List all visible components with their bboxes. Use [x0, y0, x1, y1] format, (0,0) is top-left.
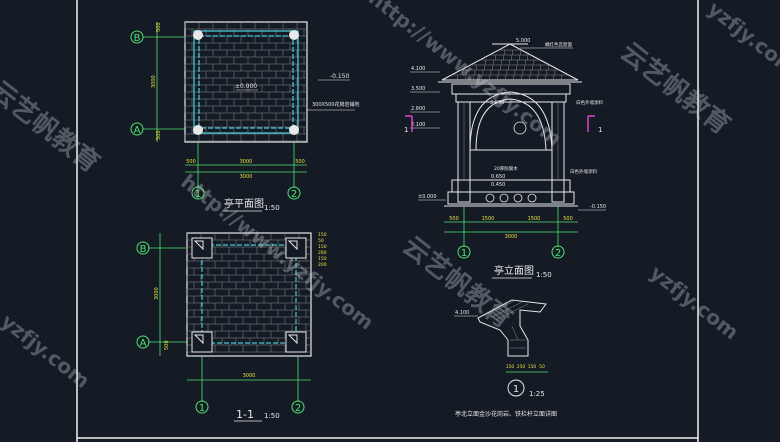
plan-dim-total: 3000	[240, 174, 253, 180]
elev-axis-1: 1	[461, 248, 467, 259]
section-title: 1-1	[236, 408, 254, 421]
section-scale: 1:50	[264, 412, 280, 420]
watermarks: 云艺帆教育 yzfjy.com http://www.yzfjy.com htt…	[0, 0, 780, 393]
section-axis-b: B	[140, 244, 147, 255]
section-axis-1: 1	[199, 403, 205, 414]
plan-axis-2: 2	[291, 189, 297, 200]
watermark-url-top: http://www.yzfjy.com	[364, 0, 566, 151]
elev-000: ±0.000	[418, 194, 437, 200]
plan-dim-bot-mid: 3000	[240, 159, 253, 165]
elev-note-roof: 橘红色瓦屋面	[545, 41, 572, 48]
elev-title: 亭立面图	[494, 264, 534, 277]
elev-section-mark-left: 1	[404, 126, 408, 134]
plan-dim-bot-left: 500	[186, 159, 196, 165]
plan-axis-b: B	[134, 33, 141, 44]
elev-dim-a: 500	[449, 216, 459, 222]
section-small-dim: 280	[318, 250, 327, 256]
section-axis-2: 2	[295, 403, 301, 414]
section-small-dim: 150	[318, 256, 327, 262]
plan-dim-bot-right: 500	[295, 159, 305, 165]
detail-dim-b: 250	[517, 364, 526, 370]
elev-dim-c: 1500	[528, 216, 541, 222]
detail-dim-a: 150	[506, 364, 515, 370]
detail-caption: 亭北立面金沙花岗岩、铁栏杆立面详图	[455, 410, 557, 418]
elev-section-mark-right: 1	[598, 126, 602, 134]
elev-scale: 1:50	[536, 271, 552, 279]
section-small-dim: 150	[318, 232, 327, 238]
elev-5000: 5.000	[516, 38, 530, 44]
elev-3500: 3.500	[411, 86, 425, 92]
plan-elev-neg: -0.150	[330, 73, 350, 80]
elev-2800: 2.800	[411, 106, 425, 112]
plan-axis-a: A	[134, 125, 141, 136]
elevation-view: 5.000 橘红色瓦屋面	[404, 38, 606, 279]
elev-4100: 4.100	[411, 66, 425, 72]
elev-0450: 0.450	[491, 182, 505, 188]
watermark-brand-mid: 云艺帆教育	[397, 230, 519, 334]
section-dim-left: 3000	[154, 287, 160, 300]
elev-axis-2: 2	[555, 248, 561, 259]
section-small-dim: 50	[318, 238, 324, 244]
plan-dim-left-mid: 3000	[151, 75, 157, 88]
plan-dim-left-top: 500	[156, 22, 162, 32]
elev-dim-total: 3000	[505, 234, 518, 240]
watermark-brand-left: 云艺帆教育	[0, 74, 106, 178]
elev-dim-d: 500	[563, 216, 573, 222]
watermark-url-right-bot: yzfjy.com	[645, 260, 743, 344]
detail-scale: 1:25	[529, 390, 545, 398]
section-view: B A 1 2 3000 500 3000 15050150280150200 …	[136, 232, 327, 422]
watermark-url-right: yzfjy.com	[703, 0, 780, 80]
plan-floor-note: 300X500花岗岩铺地	[312, 101, 360, 108]
plan-axis-1: 1	[195, 189, 201, 200]
section-small-dim: 150	[318, 244, 327, 250]
detail-dim-d: 50	[539, 364, 545, 370]
detail-view: 4.100 150 250 150 50 1 1:25 亭北立面金沙花岗岩、铁栏…	[454, 299, 557, 418]
elev-2100: 2.100	[411, 122, 425, 128]
detail-elev: 4.100	[455, 310, 469, 316]
plan-view: B A 1 2 500 3000 500 500 3000 500 3000 ±…	[130, 21, 360, 212]
detail-dim-c: 150	[528, 364, 537, 370]
elev-note-wall-2: 白色外墙涂料	[570, 168, 597, 175]
plan-dim-left-bot: 500	[156, 130, 162, 140]
section-axis-a: A	[140, 338, 147, 349]
elev-dim-b: 1500	[482, 216, 495, 222]
section-dim-left-c: 500	[164, 340, 170, 350]
section-small-dim: 200	[318, 262, 327, 268]
plan-title: 亭平面图	[224, 197, 264, 210]
plan-scale: 1:50	[264, 204, 280, 212]
plan-elev-000: ±0.000	[235, 83, 257, 90]
elev-3600: 3.600	[490, 100, 504, 106]
watermark-brand-right: 云艺帆教育	[615, 36, 737, 140]
drawing-frame	[76, 0, 699, 442]
elev-0650: 0.650	[491, 174, 505, 180]
detail-number: 1	[513, 384, 519, 395]
section-dim-total: 3000	[243, 373, 256, 379]
elev-note-wood: 20厚防腐木	[494, 165, 518, 172]
watermark-url-left: yzfjy.com	[0, 309, 94, 393]
elev-neg: -0.150	[590, 204, 606, 210]
elev-note-wall-1: 白色外墙涂料	[576, 99, 603, 106]
